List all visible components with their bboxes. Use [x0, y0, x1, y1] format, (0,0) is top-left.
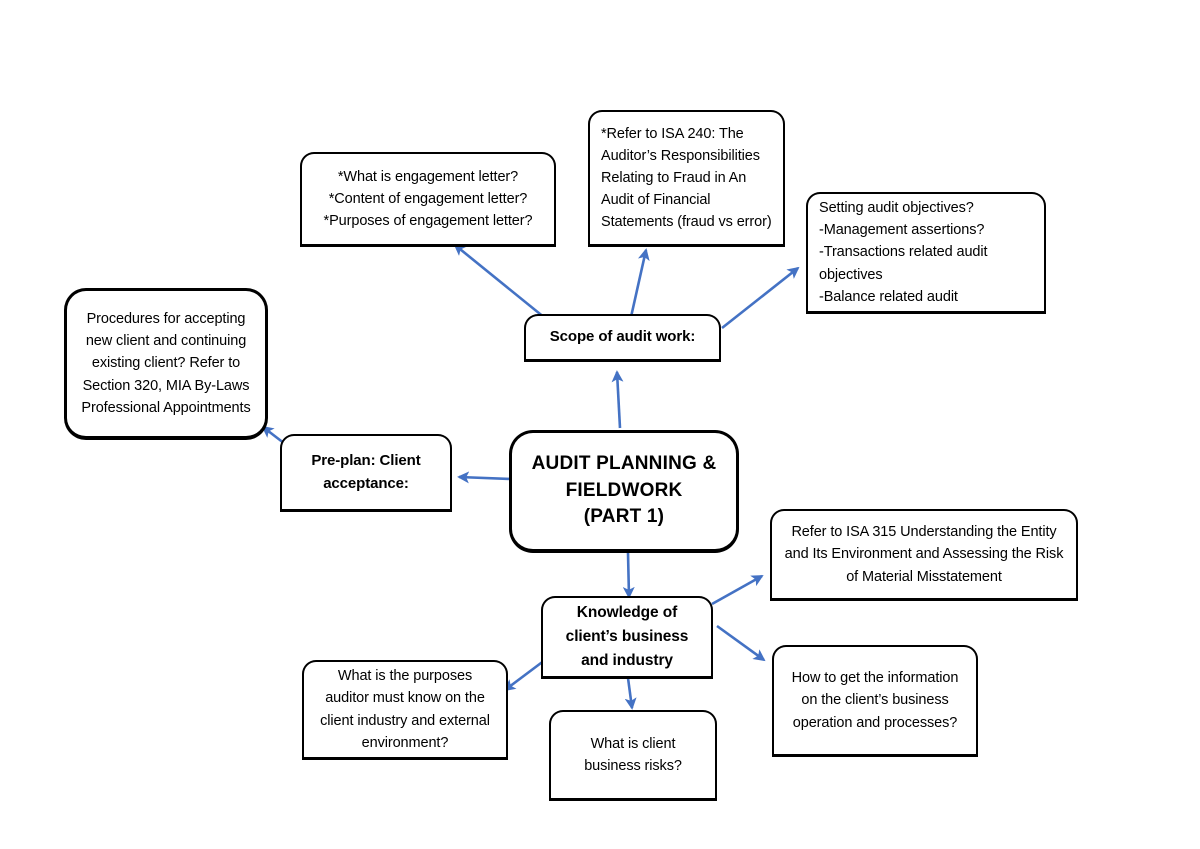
node-knowledge-of-client-business[interactable]: Knowledge of client’s business and indus…: [541, 596, 713, 679]
node-procedures[interactable]: Procedures for accepting new client and …: [64, 288, 268, 440]
connector-knowledge-to-isa-315: [711, 574, 764, 606]
node-isa-240-text: *Refer to ISA 240: The Auditor’s Respons…: [601, 125, 772, 231]
node-center-audit-planning[interactable]: AUDIT PLANNING & FIELDWORK (PART 1): [509, 430, 739, 553]
node-pre-plan-text: Pre-plan: Client acceptance:: [311, 451, 421, 492]
connector-center-to-knowledge: [622, 552, 635, 599]
connector-center-to-scope: [611, 370, 624, 429]
node-engagement-letter[interactable]: *What is engagement letter? *Content of …: [300, 152, 556, 247]
node-audit-objectives-text: Setting audit objectives? -Management as…: [819, 200, 988, 305]
node-how-to-get-info-text: How to get the information on the client…: [791, 670, 959, 731]
connector-scope-to-audit-objectives: [721, 266, 800, 330]
node-audit-objectives[interactable]: Setting audit objectives? -Management as…: [806, 192, 1046, 314]
node-knowledge-of-client-business-text: Knowledge of client’s business and indus…: [565, 603, 689, 669]
node-isa-240[interactable]: *Refer to ISA 240: The Auditor’s Respons…: [588, 110, 785, 247]
node-business-risks[interactable]: What is client business risks?: [549, 710, 717, 801]
connector-knowledge-to-purposes-industry: [503, 658, 546, 692]
connector-scope-to-engagement-letter: [453, 243, 546, 320]
node-purposes-industry-text: What is the purposes auditor must know o…: [320, 668, 490, 751]
node-how-to-get-info[interactable]: How to get the information on the client…: [772, 645, 978, 757]
node-scope-of-audit-work[interactable]: Scope of audit work:: [524, 314, 721, 362]
node-center-audit-planning-text: AUDIT PLANNING & FIELDWORK (PART 1): [531, 453, 717, 528]
node-engagement-letter-text: *What is engagement letter? *Content of …: [323, 168, 533, 230]
connector-knowledge-to-business-risks: [624, 677, 637, 710]
node-business-risks-text: What is client business risks?: [584, 735, 682, 774]
connector-knowledge-to-how-to-get-info: [716, 624, 766, 662]
node-isa-315-text: Refer to ISA 315 Understanding the Entit…: [784, 524, 1064, 585]
connector-scope-to-isa-240: [629, 248, 650, 318]
node-pre-plan[interactable]: Pre-plan: Client acceptance:: [280, 434, 452, 512]
node-procedures-text: Procedures for accepting new client and …: [81, 311, 251, 416]
node-scope-of-audit-work-text: Scope of audit work:: [549, 328, 696, 346]
node-purposes-industry[interactable]: What is the purposes auditor must know o…: [302, 660, 508, 760]
connector-center-to-preplan: [457, 471, 513, 484]
node-isa-315[interactable]: Refer to ISA 315 Understanding the Entit…: [770, 509, 1078, 601]
